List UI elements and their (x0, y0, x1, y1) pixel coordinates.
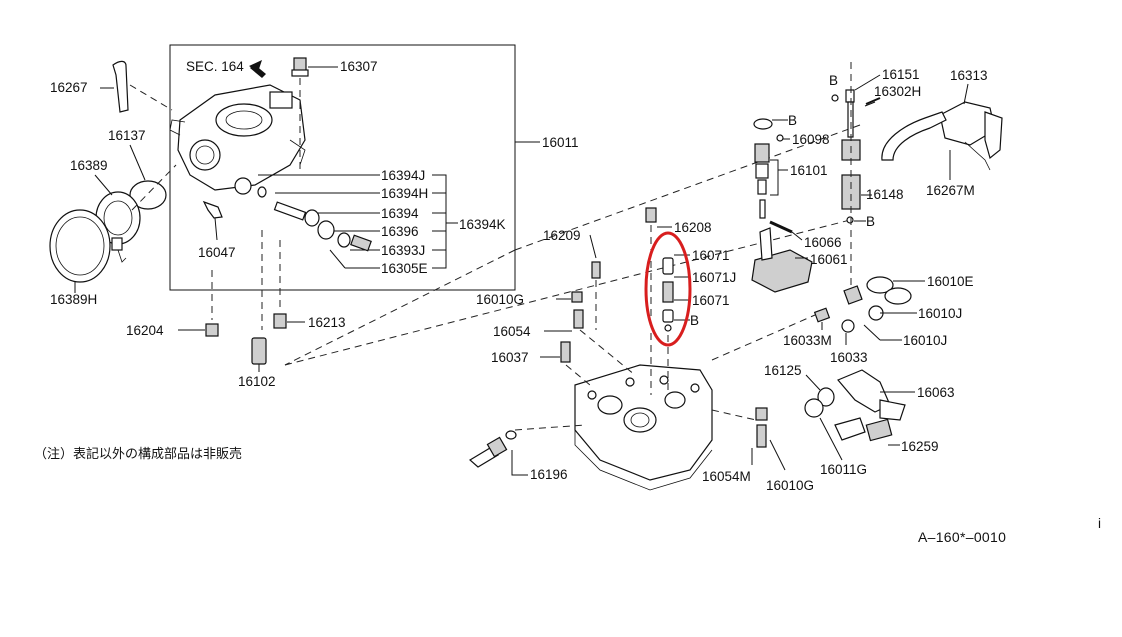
part-16010G-icon (571, 291, 583, 303)
label-16148: 16148 (866, 187, 904, 202)
label-16394K: 16394K (459, 217, 506, 232)
label-16389: 16389 (70, 158, 108, 173)
label-16054M: 16054M (702, 469, 751, 484)
part-16061-icon (751, 227, 813, 293)
part-16209-icon (591, 261, 601, 279)
part-16011G-icon (804, 398, 824, 418)
label-16204: 16204 (126, 323, 164, 338)
label-B-lower: B (866, 214, 875, 229)
label-16302H: 16302H (874, 84, 921, 99)
part-16213-icon (273, 313, 287, 329)
label-16313: 16313 (950, 68, 988, 83)
part-16010J-icon (843, 285, 884, 321)
part-16047-icon (202, 200, 223, 219)
label-16037: 16037 (491, 350, 529, 365)
label-16011G: 16011G (820, 462, 867, 477)
label-16054: 16054 (493, 324, 531, 339)
part-16033-icon (841, 319, 855, 333)
label-16071-top: 16071 (692, 248, 730, 263)
label-16208: 16208 (674, 220, 712, 235)
part-16307-icon (291, 57, 309, 77)
label-16305E: 16305E (381, 261, 428, 276)
label-16394J: 16394J (381, 168, 425, 183)
label-16101: 16101 (790, 163, 828, 178)
label-16033M: 16033M (783, 333, 832, 348)
drawing-ref: A–160*–0010 (918, 529, 1006, 545)
label-16209: 16209 (543, 228, 581, 243)
label-16267M: 16267M (926, 183, 975, 198)
part-16204-icon (205, 323, 219, 337)
part-16063-icon (837, 369, 906, 421)
label-16071J: 16071J (692, 270, 736, 285)
label-16394H: 16394H (381, 186, 428, 201)
label-16393J: 16393J (381, 243, 425, 258)
part-16259-icon (834, 417, 893, 442)
label-16389H: 16389H (50, 292, 97, 307)
label-16010G-bottom: 16010G (766, 478, 814, 493)
part-16102-icon (251, 337, 267, 365)
part-16394-shaft-icon (257, 186, 372, 252)
highlight-circle (644, 231, 692, 347)
label-16066: 16066 (804, 235, 842, 250)
label-16102: 16102 (238, 374, 276, 389)
label-B-upper: B (829, 73, 838, 88)
label-16010G: 16010G (476, 292, 524, 307)
label-16047: 16047 (198, 245, 236, 260)
corner-mark: i (1098, 516, 1101, 531)
part-16066-icon (769, 220, 793, 234)
label-16267: 16267 (50, 80, 88, 95)
label-16098: 16098 (792, 132, 830, 147)
throttle-body-part (169, 84, 306, 195)
part-16196-icon (468, 430, 517, 468)
part-16267M-icon (881, 111, 947, 161)
part-16137-icon (129, 180, 167, 210)
upper-assembly-frame (169, 44, 516, 291)
label-16396: 16396 (381, 224, 419, 239)
footnote: （注）表記以外の構成部品は非販売 (34, 446, 242, 462)
label-16010E: 16010E (927, 274, 974, 289)
part-16098-icon (753, 118, 773, 130)
part-16033M-icon (813, 307, 831, 323)
part-16054M-icon (756, 424, 767, 448)
carburetor-body-part (574, 364, 713, 491)
part-16010E-icon (866, 276, 912, 305)
label-16125: 16125 (764, 363, 802, 378)
label-16063: 16063 (917, 385, 955, 400)
part-16054-icon (573, 309, 584, 329)
label-16196: 16196 (530, 467, 568, 482)
label-16010J-lower: 16010J (903, 333, 947, 348)
label-16011: 16011 (542, 135, 579, 150)
part-16313-icon (939, 101, 1003, 160)
part-16389H-icon (49, 209, 111, 283)
part-16267-icon (112, 60, 129, 113)
label-16033: 16033 (830, 350, 868, 365)
label-16151: 16151 (882, 67, 920, 82)
label-16213: 16213 (308, 315, 346, 330)
label-B-upper-left: B (788, 113, 797, 128)
label-16137: 16137 (108, 128, 146, 143)
part-16208-icon (645, 207, 657, 223)
label-16394: 16394 (381, 206, 419, 221)
sec-164-arrow-icon (249, 60, 266, 78)
label-16307: 16307 (340, 59, 378, 74)
part-16010G2-icon (755, 407, 768, 421)
part-16037-icon (560, 341, 571, 363)
label-B-left: B (690, 313, 699, 328)
label-16010J: 16010J (918, 306, 962, 321)
part-16101-icon (754, 143, 770, 219)
label-16071-bottom: 16071 (692, 293, 730, 308)
sec-ref-label: SEC. 164 (186, 59, 244, 74)
label-16061: 16061 (810, 252, 848, 267)
part-16071-series-icon (662, 257, 674, 332)
label-16259: 16259 (901, 439, 939, 454)
part-16125-icon (817, 387, 835, 407)
